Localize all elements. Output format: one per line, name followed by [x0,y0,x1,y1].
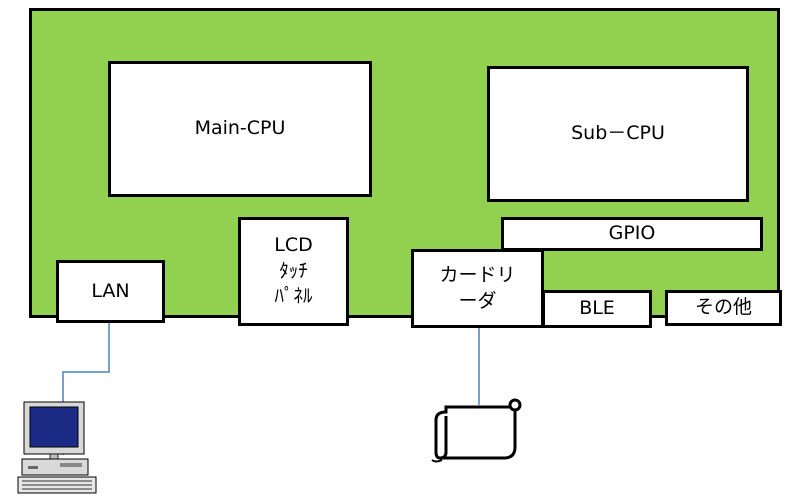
desktop-computer-icon [17,401,97,494]
ble-block: BLE [542,290,652,328]
other-block: その他 [665,290,782,326]
main-cpu-block: Main-CPU [108,61,372,197]
ble-label: BLE [579,297,615,320]
lan-block: LAN [56,260,165,323]
card-reader-block: カードリ ーダ [411,249,544,328]
card-scroll-icon [431,398,522,463]
lan-label: LAN [91,279,130,302]
main-cpu-label: Main-CPU [194,117,286,140]
lcd-touch-panel-block: LCD ﾀｯﾁ ﾊﾟﾈﾙ [238,217,349,326]
sub-cpu-block: Sub－CPU [487,66,749,202]
gpio-block: GPIO [501,217,763,251]
sub-cpu-label: Sub－CPU [571,122,665,145]
lcd-touch-panel-label: LCD ﾀｯﾁ ﾊﾟﾈﾙ [274,234,313,308]
other-label: その他 [694,296,752,319]
gpio-label: GPIO [608,222,656,245]
card-reader-label: カードリ ーダ [439,263,516,312]
